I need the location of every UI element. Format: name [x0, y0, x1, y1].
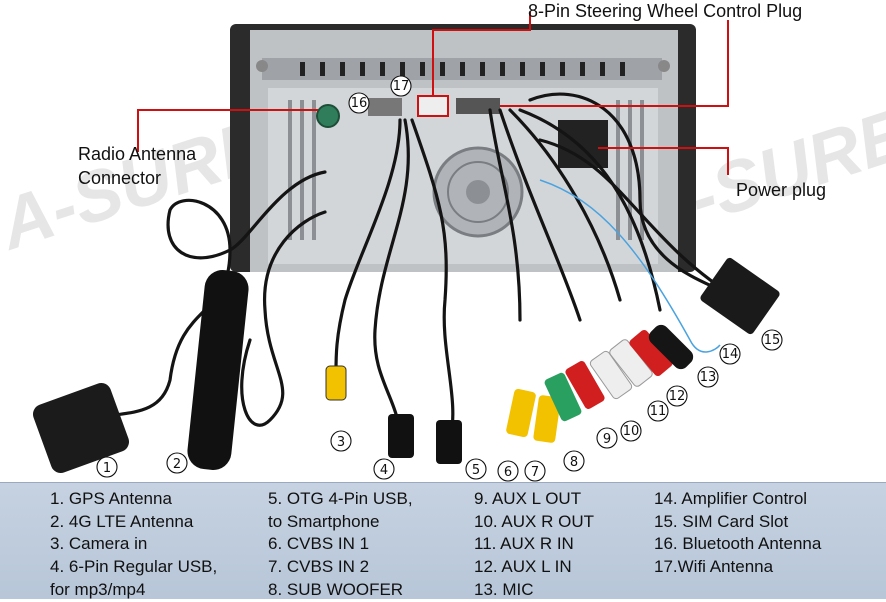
svg-text:7: 7 — [531, 465, 539, 480]
svg-text:11: 11 — [650, 404, 667, 419]
svg-text:9: 9 — [603, 432, 611, 447]
legend-column-1: 1. GPS Antenna 2. 4G LTE Antenna 3. Came… — [50, 488, 217, 602]
legend-item: 6. CVBS IN 1 — [268, 534, 370, 554]
rca-connectors — [506, 324, 694, 443]
marker-1: 1 — [96, 456, 118, 478]
svg-text:2: 2 — [173, 457, 181, 472]
svg-text:1: 1 — [103, 461, 111, 476]
legend-item: 10. AUX R OUT — [474, 511, 594, 531]
legend-item: 14. Amplifier Control — [654, 489, 808, 508]
svg-text:12: 12 — [669, 389, 686, 404]
svg-text:14: 14 — [722, 347, 739, 362]
legend-column-2: 5. OTG 4-Pin USB, to Smartphone 6. CVBS … — [268, 488, 413, 602]
camera-in-connector — [325, 365, 347, 401]
marker-12: 12 — [666, 385, 688, 407]
legend-item: 13. MIC — [474, 579, 534, 599]
legend-panel: 1. GPS Antenna 2. 4G LTE Antenna 3. Came… — [0, 482, 886, 599]
marker-4: 4 — [373, 458, 395, 480]
legend-item: 1. GPS Antenna — [50, 489, 172, 508]
lte-antenna — [187, 270, 249, 470]
marker-15: 15 — [761, 329, 783, 351]
marker-3: 3 — [330, 430, 352, 452]
legend-item: 12. AUX L IN — [474, 557, 572, 577]
marker-8: 8 — [563, 450, 585, 472]
product-photo: A-SURE A-SURE — [0, 0, 886, 482]
marker-10: 10 — [620, 420, 642, 442]
svg-text:10: 10 — [623, 424, 640, 439]
legend-item: 15. SIM Card Slot — [654, 511, 789, 531]
marker-9: 9 — [596, 427, 618, 449]
svg-text:8: 8 — [570, 455, 578, 470]
svg-text:4: 4 — [380, 463, 388, 478]
marker-5: 5 — [465, 458, 487, 480]
marker-6: 6 — [497, 460, 519, 482]
otg-usb-connector — [436, 420, 462, 464]
marker-13: 13 — [697, 366, 719, 388]
legend-item: 11. AUX R IN — [474, 534, 574, 554]
svg-text:13: 13 — [700, 370, 717, 385]
head-unit-back-panel — [230, 24, 696, 272]
sim-card-slot — [700, 257, 780, 335]
legend-item: 2. 4G LTE Antenna — [50, 511, 194, 531]
legend-item: 3. Camera in — [50, 534, 148, 554]
radio-antenna-label-line1: Radio Antenna — [78, 144, 197, 164]
legend-item: 7. CVBS IN 2 — [268, 557, 370, 577]
svg-text:6: 6 — [504, 465, 512, 480]
steering-plug-label: 8-Pin Steering Wheel Control Plug — [528, 1, 802, 21]
marker-7: 7 — [524, 460, 546, 482]
marker-2: 2 — [166, 452, 188, 474]
marker-16: 16 — [348, 92, 370, 114]
wiring-diagram: A-SURE A-SURE — [0, 1, 886, 482]
radio-antenna-port — [316, 104, 340, 128]
power-plug-label: Power plug — [736, 180, 826, 200]
legend-item: 16. Bluetooth Antenna — [654, 534, 822, 554]
legend-item: 4. 6-Pin Regular USB, — [50, 557, 218, 577]
number-markers: 1 2 3 4 5 6 7 8 9 10 11 12 13 14 15 16 1… — [96, 75, 783, 482]
callout-lines — [137, 12, 729, 175]
legend-item: 17.Wifi Antenna — [654, 557, 774, 577]
svg-text:3: 3 — [337, 435, 345, 450]
legend-item: to Smartphone — [268, 511, 380, 531]
marker-14: 14 — [719, 343, 741, 365]
svg-text:15: 15 — [764, 333, 781, 348]
svg-text:16: 16 — [351, 96, 368, 111]
svg-text:17: 17 — [393, 79, 410, 94]
legend-item: 5. OTG 4-Pin USB, — [268, 489, 413, 508]
svg-text:5: 5 — [472, 463, 480, 478]
legend-column-4: 14. Amplifier Control 15. SIM Card Slot … — [654, 488, 821, 579]
legend-item: for mp3/mp4 — [50, 579, 146, 599]
radio-antenna-label-line2: Connector — [78, 168, 161, 188]
legend-column-3: 9. AUX L OUT 10. AUX R OUT 11. AUX R IN … — [474, 488, 594, 602]
gps-antenna — [32, 382, 130, 474]
usb-6pin-connector — [388, 414, 414, 458]
legend-item: 8. SUB WOOFER — [268, 579, 404, 599]
marker-11: 11 — [647, 400, 669, 422]
bluetooth-connector — [368, 98, 402, 116]
legend-item: 9. AUX L OUT — [474, 489, 582, 508]
marker-17: 17 — [390, 75, 412, 97]
steering-plug — [417, 95, 449, 117]
